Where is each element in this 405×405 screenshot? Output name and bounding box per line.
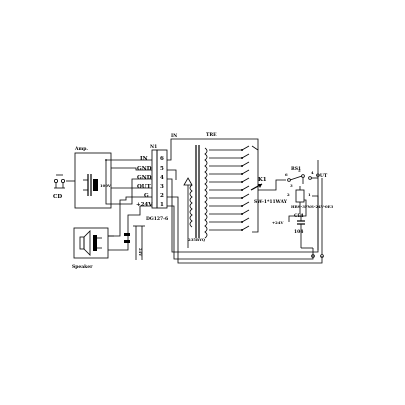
supply-24v-vertical-label: 24V [138,248,143,256]
svg-text:1: 1 [160,202,164,208]
svg-text:4: 4 [160,175,164,181]
cap-value-label: 104 [294,229,303,235]
cd-label: CD [53,194,62,200]
svg-text:G: G [144,193,149,199]
relay-pin-5: 5 [298,168,301,173]
relay-model-label: HRS-3FNS-24V-0E3 [291,204,334,209]
k1-label: K1 [258,177,267,183]
speaker-box [73,227,109,259]
svg-text:3: 3 [160,184,164,190]
relay-pin-3: 3 [290,183,293,188]
transformer-model-label: 235BYQ [188,237,206,242]
ground-icon [183,177,193,186]
speaker-label: Speaker [72,264,93,270]
tapped-transformer-icon [189,145,208,239]
relay-ref-label: RS1 [291,166,301,172]
connector-ref-label: N1 [150,144,157,150]
supply-24v-branch [124,225,145,260]
svg-text:5: 5 [160,166,164,172]
connector-part-label: DG127-6 [146,216,168,222]
relay-pin-2: 2 [287,192,290,197]
svg-text:OUT: OUT [137,184,152,190]
out-label: OUT [316,173,328,179]
switch-model-label: SW-1*11WAY [254,199,288,205]
amp-label: Amp. [74,146,88,152]
relay-coil-icon [295,186,305,214]
svg-text:GND: GND [137,175,152,181]
svg-text:6: 6 [160,156,164,162]
svg-text:+24V: +24V [136,202,153,208]
amp-100v-label: 100V [100,183,111,188]
relay-pin-1: 1 [308,192,311,197]
tre-label: TRE [206,132,217,138]
amp-box [74,152,112,209]
supply-24v-label: +24V [272,220,283,225]
relay-contacts [287,174,318,184]
capacitor-icon [297,214,305,248]
in-label: IN [171,133,177,139]
left-wiring [105,159,152,251]
cd-input-jack [54,174,66,189]
relay-pin-4: 4 [311,170,314,175]
svg-text:IN: IN [140,156,148,162]
tap-selector-switch [209,145,263,233]
svg-text:GND: GND [137,166,152,172]
amp-output-transformer-icon [83,174,98,196]
relay-pin-6: 6 [285,172,288,177]
svg-text:2: 2 [160,193,164,199]
speaker-icon [79,230,102,256]
connector-pin-row: 6 IN 5 GND 4 GND 3 OUT 2 G 1 +24V [136,156,164,208]
